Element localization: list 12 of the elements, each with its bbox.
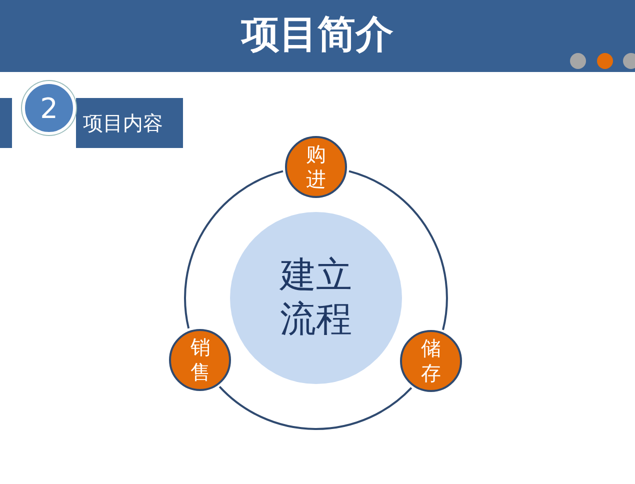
section-label: 项目内容 <box>83 110 163 136</box>
ring-arc <box>184 170 284 329</box>
center-label: 建立流程 <box>278 254 353 342</box>
step-label: 储存 <box>420 336 442 386</box>
number-badge <box>22 81 76 135</box>
ring-arc <box>348 170 448 330</box>
step-label: 购进 <box>305 142 327 192</box>
section-number: 2 <box>40 92 58 124</box>
slide-title: 项目简介 <box>242 12 394 56</box>
section-banner <box>76 98 183 148</box>
step-label: 销售 <box>189 334 212 384</box>
ring-arc <box>218 386 412 430</box>
